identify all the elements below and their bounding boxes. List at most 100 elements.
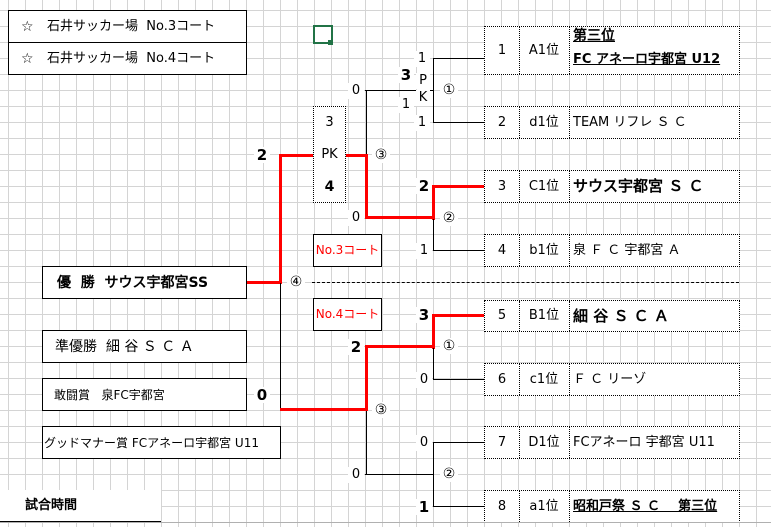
bottom-row-border bbox=[0, 522, 771, 523]
team-name: 泉 Ｆ Ｃ 宇都宮 Ａ bbox=[573, 243, 681, 258]
winner-line bbox=[345, 154, 368, 157]
bracket-line bbox=[365, 474, 434, 475]
bracket-line bbox=[433, 58, 484, 59]
match-label: ① bbox=[440, 82, 458, 98]
score-team6: 0 bbox=[416, 372, 432, 388]
score-team4: 1 bbox=[416, 243, 432, 259]
team-row-8: 8 a1位 昭和戸祭 Ｓ Ｃ 第三位 bbox=[484, 490, 740, 523]
runner-up-label: 準優勝 細 谷 Ｓ Ｃ Ａ bbox=[55, 339, 194, 355]
seed-label: c1位 bbox=[519, 364, 570, 395]
slot-number: 8 bbox=[485, 491, 520, 522]
runner-up-box: 準優勝 細 谷 Ｓ Ｃ Ａ bbox=[42, 330, 247, 363]
champion-box: 優 勝 サウス宇都宮SS bbox=[42, 266, 247, 299]
star-outline-icon: ☆ bbox=[21, 19, 34, 35]
good-manners-label: グッドマナー賞 FCアネーロ宇都宮 U11 bbox=[44, 436, 259, 450]
slot-number: 7 bbox=[485, 427, 520, 458]
team-name: 昭和戸祭 Ｓ Ｃ 第三位 bbox=[573, 499, 718, 514]
match-time-cell: 試合時間 bbox=[0, 490, 161, 522]
court-label-text: No.4コート bbox=[315, 307, 380, 321]
team-name: FCアネーロ 宇都宮 U11 bbox=[573, 435, 715, 450]
team-name: 細 谷 Ｓ Ｃ Ａ bbox=[573, 307, 669, 325]
team-name-cell: 第三位 FC アネーロ宇都宮 U12 bbox=[570, 27, 739, 74]
winner-line bbox=[432, 185, 484, 188]
bracket-line bbox=[433, 506, 484, 507]
winner-line bbox=[280, 408, 368, 411]
fighting-spirit-box: 敢闘賞 泉FC宇都宮 bbox=[42, 378, 247, 411]
pk-label-k: K bbox=[416, 90, 430, 106]
pk-score-box: 3 PK 4 bbox=[313, 106, 346, 203]
winner-line bbox=[432, 185, 435, 220]
team-name: TEAM リフレ Ｓ Ｃ bbox=[573, 115, 687, 130]
bracket-line bbox=[366, 410, 367, 475]
match-label: ③ bbox=[372, 147, 390, 163]
pk-label: PK bbox=[321, 147, 338, 162]
score-team2: 1 bbox=[414, 115, 430, 131]
winner-line bbox=[279, 154, 282, 284]
seed-label: d1位 bbox=[519, 107, 570, 138]
pk-score-top: 3 bbox=[325, 115, 334, 130]
seed-label: A1位 bbox=[519, 27, 570, 74]
cell-selection-cursor[interactable] bbox=[313, 25, 333, 44]
slot-number: 2 bbox=[485, 107, 520, 138]
team-row-5: 5 B1位 細 谷 Ｓ Ｃ Ａ bbox=[484, 300, 740, 332]
match-label: ② bbox=[440, 210, 458, 226]
score-semi-bottom: 0 bbox=[348, 467, 364, 483]
venue-label: 石井サッカー場 No.4コート bbox=[47, 51, 216, 66]
score-team5: 3 bbox=[416, 307, 432, 323]
match-label: ② bbox=[440, 466, 458, 482]
pk-score-top: 3 bbox=[398, 67, 414, 83]
score-team8: 1 bbox=[416, 499, 432, 515]
winner-line bbox=[246, 281, 282, 284]
court-label-no3: No.3コート bbox=[313, 234, 382, 267]
winner-line bbox=[365, 345, 435, 348]
slot-number: 6 bbox=[485, 364, 520, 395]
pk-label-p: P bbox=[416, 73, 430, 89]
winner-line bbox=[432, 314, 435, 349]
team-name: FC アネーロ宇都宮 U12 bbox=[573, 52, 721, 67]
seed-label: D1位 bbox=[519, 427, 570, 458]
score-semi-bottom: 0 bbox=[348, 210, 364, 226]
team-name: サウス宇都宮 Ｓ Ｃ bbox=[573, 177, 704, 195]
team-row-3: 3 C1位 サウス宇都宮 Ｓ Ｃ bbox=[484, 170, 740, 203]
good-manners-box: グッドマナー賞 FCアネーロ宇都宮 U11 bbox=[42, 426, 281, 459]
team-row-1: 1 A1位 第三位 FC アネーロ宇都宮 U12 bbox=[484, 26, 740, 75]
venue-box-no4: ☆ 石井サッカー場 No.4コート bbox=[8, 42, 247, 75]
seed-label: C1位 bbox=[519, 171, 570, 202]
champion-label: 優 勝 サウス宇都宮SS bbox=[57, 275, 209, 291]
bracket-line bbox=[433, 442, 484, 443]
winner-line bbox=[432, 314, 484, 317]
star-outline-icon: ☆ bbox=[21, 51, 34, 67]
team-row-6: 6 c1位 Ｆ Ｃ リーゾ bbox=[484, 363, 740, 396]
fill-handle[interactable] bbox=[328, 40, 333, 45]
bracket-line bbox=[366, 90, 367, 156]
winner-line bbox=[365, 216, 435, 219]
team-name: Ｆ Ｃ リーゾ bbox=[573, 372, 647, 387]
match-label: ③ bbox=[372, 402, 390, 418]
final-score-bottom: 0 bbox=[254, 387, 270, 403]
winner-line bbox=[279, 154, 313, 157]
venue-label: 石井サッカー場 No.3コート bbox=[47, 19, 216, 34]
winner-line bbox=[365, 154, 368, 219]
bracket-line bbox=[433, 218, 434, 251]
bracket-line bbox=[365, 90, 434, 91]
match-label: ④ bbox=[287, 274, 305, 290]
court-label-no4: No.4コート bbox=[313, 298, 382, 331]
slot-number: 1 bbox=[485, 27, 520, 74]
seed-label: B1位 bbox=[519, 301, 570, 331]
team-row-4: 4 b1位 泉 Ｆ Ｃ 宇都宮 Ａ bbox=[484, 234, 740, 267]
team-row-7: 7 D1位 FCアネーロ 宇都宮 U11 bbox=[484, 426, 740, 459]
seed-label: a1位 bbox=[519, 491, 570, 522]
bracket-line bbox=[433, 250, 484, 251]
bracket-line bbox=[433, 347, 434, 380]
pk-score-bottom: 1 bbox=[398, 97, 414, 113]
score-team1: 1 bbox=[414, 51, 430, 67]
score-team3: 2 bbox=[416, 178, 432, 194]
court-divider-line bbox=[312, 282, 739, 283]
bracket-line bbox=[280, 283, 281, 409]
team-row-2: 2 d1位 TEAM リフレ Ｓ Ｃ bbox=[484, 106, 740, 139]
slot-number: 3 bbox=[485, 171, 520, 202]
winner-line bbox=[365, 345, 368, 411]
third-place-label: 第三位 bbox=[573, 28, 615, 44]
bracket-line bbox=[433, 379, 484, 380]
venue-box-no3: ☆ 石井サッカー場 No.3コート bbox=[8, 10, 247, 43]
